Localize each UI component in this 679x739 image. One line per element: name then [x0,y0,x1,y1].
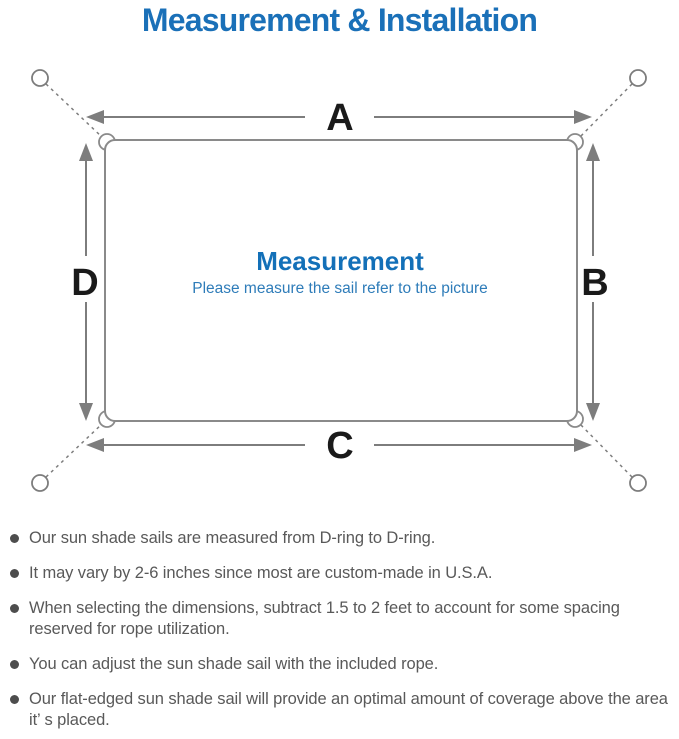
bullet-dot-icon [10,569,19,578]
note-text: It may vary by 2-6 inches since most are… [29,564,493,582]
rope-dashed-line-top-left [45,83,104,139]
side-label-b: B [581,262,608,304]
side-label-d: D [71,262,98,304]
list-item: When selecting the dimensions, subtract … [10,598,670,640]
bullet-dot-icon [10,534,19,543]
anchor-ring-top-right-icon [629,69,647,87]
note-text: Our flat-edged sun shade sail will provi… [29,690,668,729]
page-title: Measurement & Installation [141,2,538,38]
rope-dashed-line-bottom-right [578,422,633,478]
bullet-dot-icon [10,660,19,669]
anchor-ring-top-left-icon [31,69,49,87]
side-label-c: C [326,425,353,467]
diagram-center-subtitle: Please measure the sail refer to the pic… [192,280,488,297]
list-item: It may vary by 2-6 inches since most are… [10,563,670,584]
note-text: You can adjust the sun shade sail with t… [29,655,439,673]
arrowhead-up-icon [586,143,600,161]
rope-dashed-line-top-right [578,83,633,139]
note-text: Our sun shade sails are measured from D-… [29,529,436,547]
list-item: You can adjust the sun shade sail with t… [10,654,670,675]
arrowhead-down-icon [586,403,600,421]
note-text: When selecting the dimensions, subtract … [29,599,620,638]
bullet-dot-icon [10,695,19,704]
diagram-center-heading: Measurement [256,246,424,276]
arrowhead-left-icon [86,438,104,452]
anchor-ring-bottom-right-icon [629,474,647,492]
rope-dashed-line-bottom-left [45,422,104,478]
arrowhead-right-icon [574,110,592,124]
sail-outline [104,139,578,422]
side-label-a: A [326,97,353,139]
bullet-dot-icon [10,604,19,613]
arrowhead-down-icon [79,403,93,421]
list-item: Our flat-edged sun shade sail will provi… [10,689,670,731]
notes-list: Our sun shade sails are measured from D-… [10,528,670,739]
list-item: Our sun shade sails are measured from D-… [10,528,670,549]
arrowhead-left-icon [86,110,104,124]
sail-measurement-diagram: A C D B Measurement Please measure the s… [31,69,647,492]
anchor-ring-bottom-left-icon [31,474,49,492]
arrowhead-right-icon [574,438,592,452]
arrowhead-up-icon [79,143,93,161]
